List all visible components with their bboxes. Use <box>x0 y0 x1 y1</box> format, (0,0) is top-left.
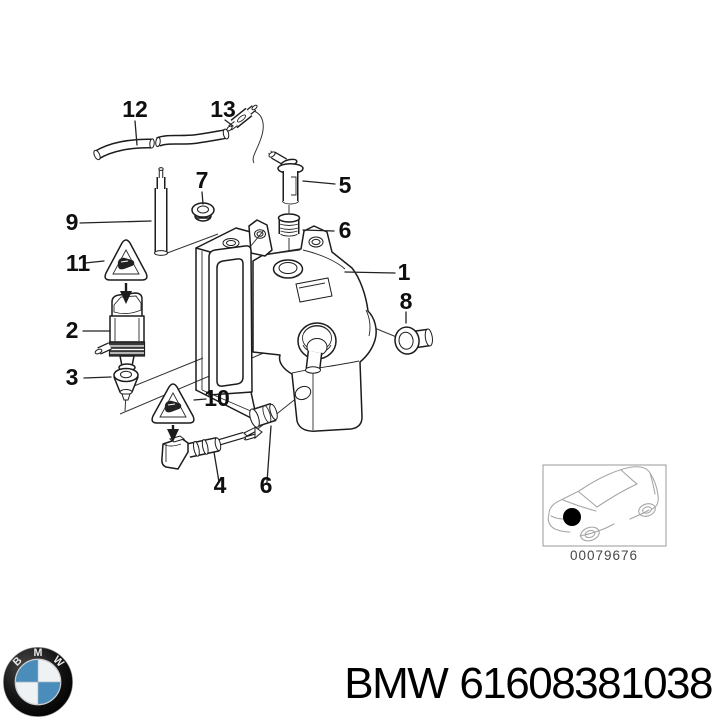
thumbnail-frame <box>542 464 667 547</box>
part-label-9: 9 <box>66 209 79 235</box>
leader-lines <box>79 119 407 483</box>
brand-text: BMW <box>344 659 449 708</box>
car-outline-drawing <box>547 466 659 542</box>
car-location-thumbnail: 00079676 <box>542 464 667 563</box>
logo-letter-m: M <box>34 647 43 659</box>
part-4-level-sensor <box>161 426 263 470</box>
part-label-2: 2 <box>66 317 79 343</box>
tank-pump-port <box>297 322 337 374</box>
part-label-4: 4 <box>214 472 227 498</box>
tank-label-patch <box>295 277 333 303</box>
part-2-washer-pump <box>94 292 146 377</box>
part-label-10: 10 <box>204 385 230 411</box>
part-5-pump-cylinder <box>268 150 304 205</box>
location-dot <box>563 508 581 526</box>
warning-triangle-10-icon <box>151 383 195 424</box>
part-9-tube <box>154 167 168 256</box>
warning-triangle-11-icon <box>104 239 148 281</box>
part-7-grommet <box>191 202 215 222</box>
part-label-1: 1 <box>398 259 411 285</box>
part-3-grommet <box>113 367 139 401</box>
part-label-7: 7 <box>196 167 209 193</box>
part-label-13: 13 <box>210 96 236 122</box>
part-6-strainer <box>277 213 301 237</box>
part-number: 61608381038 <box>459 659 713 708</box>
callout-labels: 12 13 7 5 9 6 1 11 8 2 3 10 4 6 <box>66 96 413 498</box>
part-label-11: 11 <box>66 250 91 276</box>
thumbnail-caption: 00079676 <box>570 548 638 563</box>
part-label-6: 6 <box>339 217 352 243</box>
bmw-logo: B M W <box>3 647 73 717</box>
part-6b-grommet <box>249 402 278 428</box>
part-8-plug <box>394 326 433 355</box>
warning-arrow-11 <box>120 283 132 304</box>
tank-filler-neck <box>272 259 304 279</box>
part-label-5: 5 <box>339 172 352 198</box>
part-label-12: 12 <box>122 96 148 122</box>
part-label-8: 8 <box>400 288 413 314</box>
part-label-3: 3 <box>66 364 79 390</box>
part-number-line: BMW 61608381038 <box>344 659 713 708</box>
tank-mounting-bracket <box>195 219 273 421</box>
part-12-hose <box>93 128 230 161</box>
tank-sensor-hole <box>294 385 312 401</box>
warning-arrow-10 <box>167 425 179 442</box>
part-label-6b: 6 <box>260 472 273 498</box>
logo-quadrants <box>14 658 62 706</box>
part-1-reservoir-tank <box>195 219 377 432</box>
